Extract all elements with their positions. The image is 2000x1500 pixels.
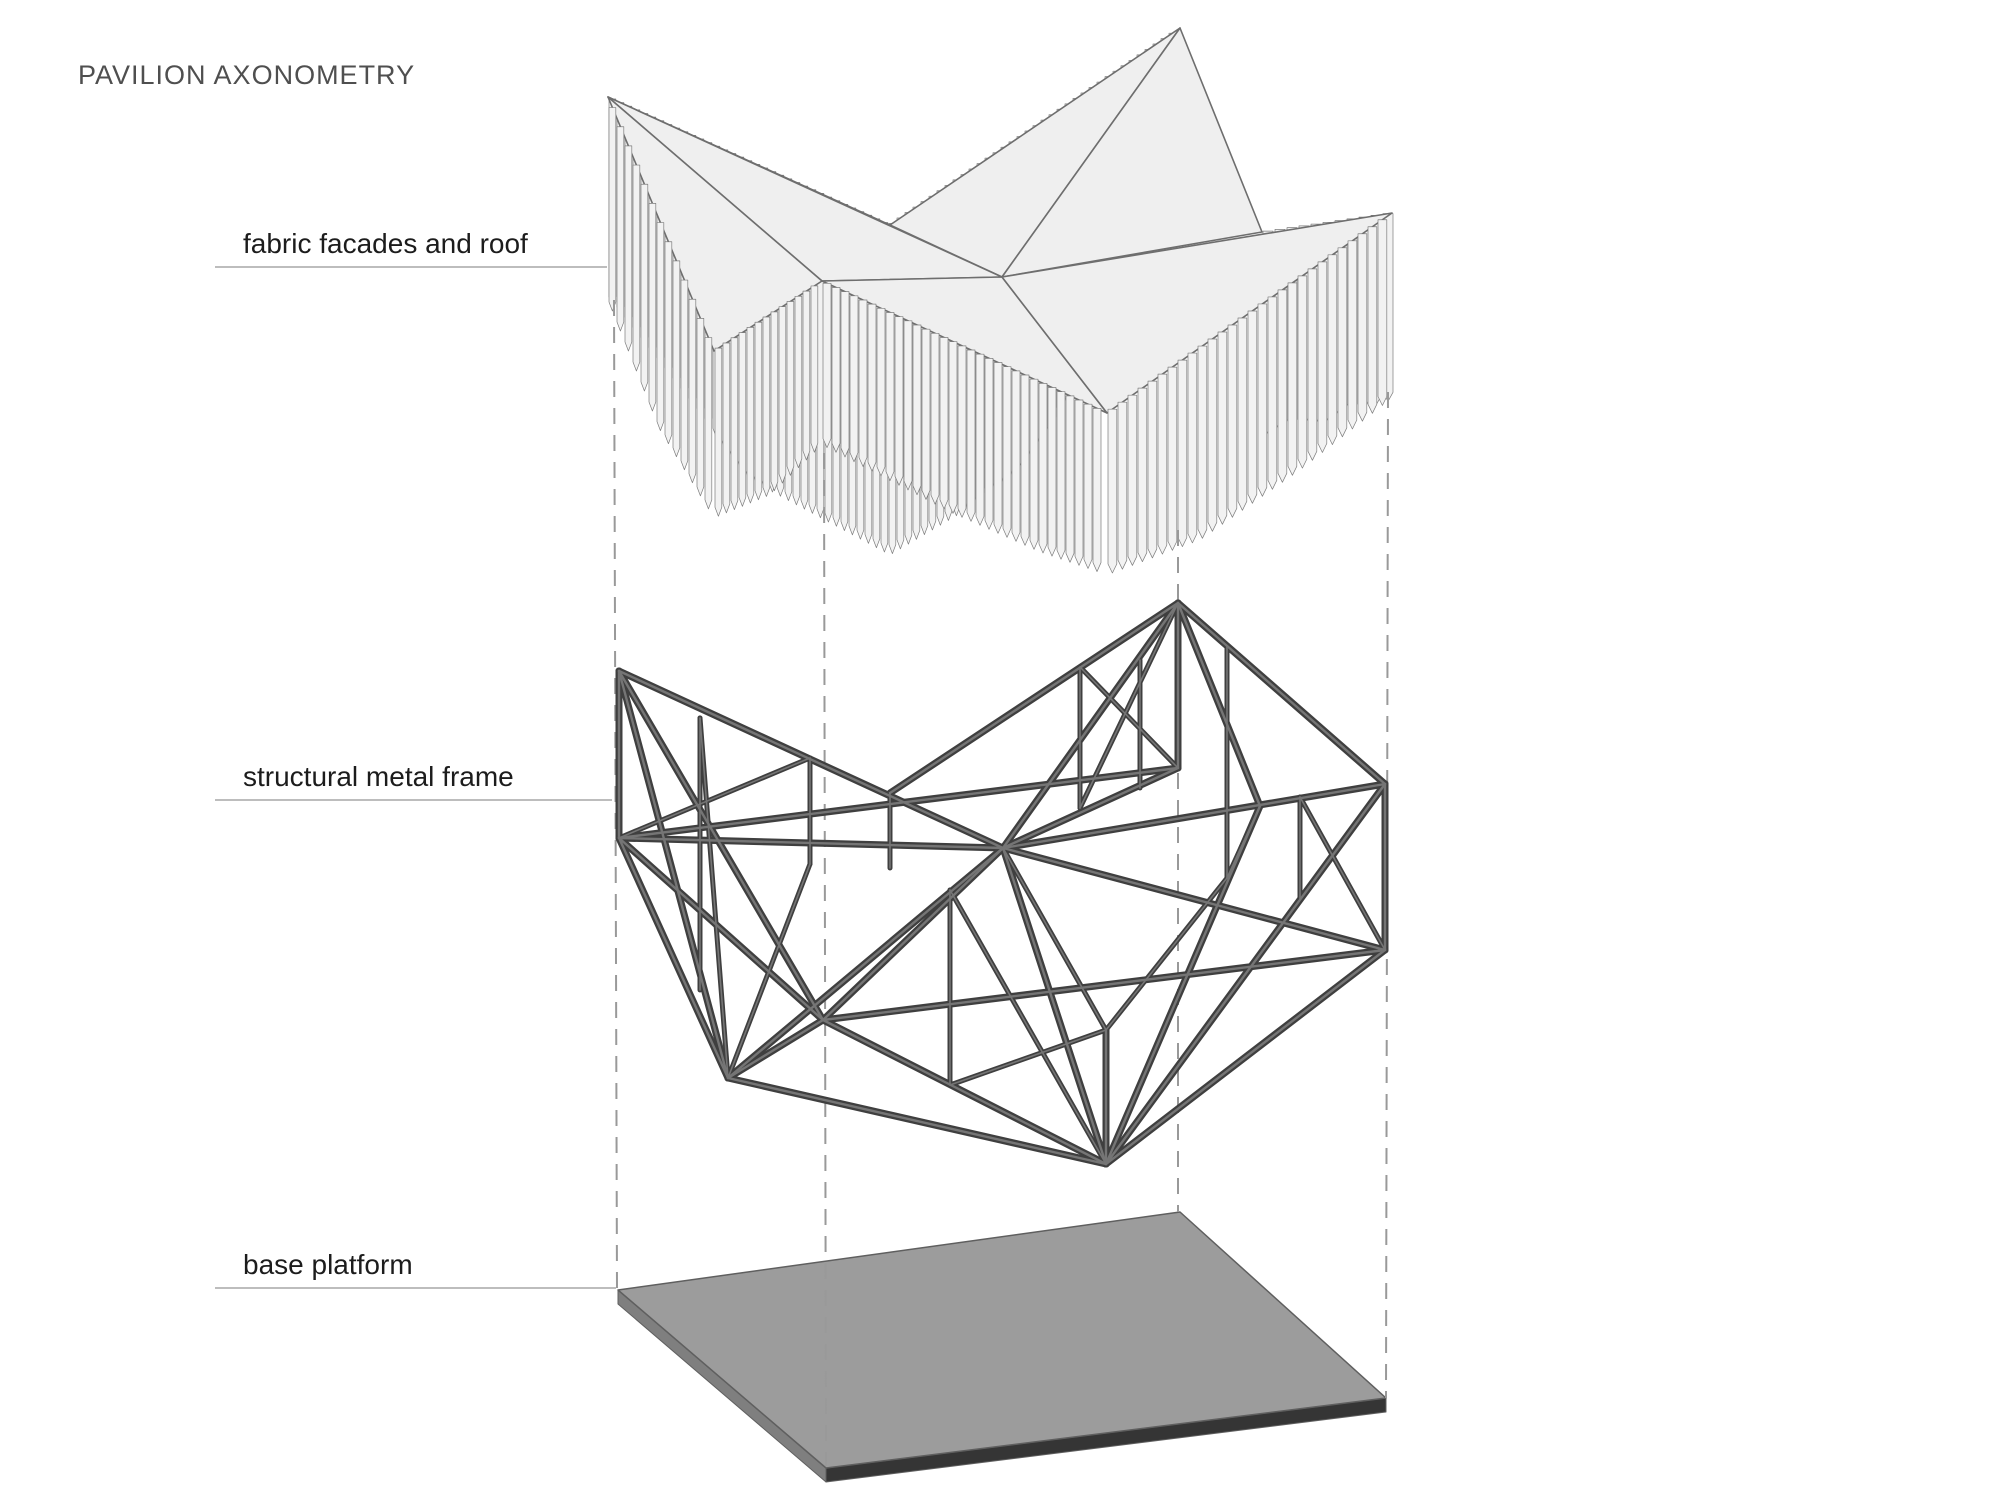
- base-platform: [617, 1211, 1387, 1483]
- page-title: PAVILION AXONOMETRY: [78, 60, 416, 90]
- label-fabric-facades-and-roof: fabric facades and roof: [243, 228, 528, 259]
- label-leader-lines: [215, 266, 616, 1289]
- label-base-platform: base platform: [243, 1249, 413, 1280]
- roof-front-facets: [607, 96, 1393, 414]
- label-structural-metal-frame: structural metal frame: [243, 761, 514, 792]
- roof-fringe-front: [608, 107, 1388, 574]
- structural-metal-frame: [615, 599, 1389, 1168]
